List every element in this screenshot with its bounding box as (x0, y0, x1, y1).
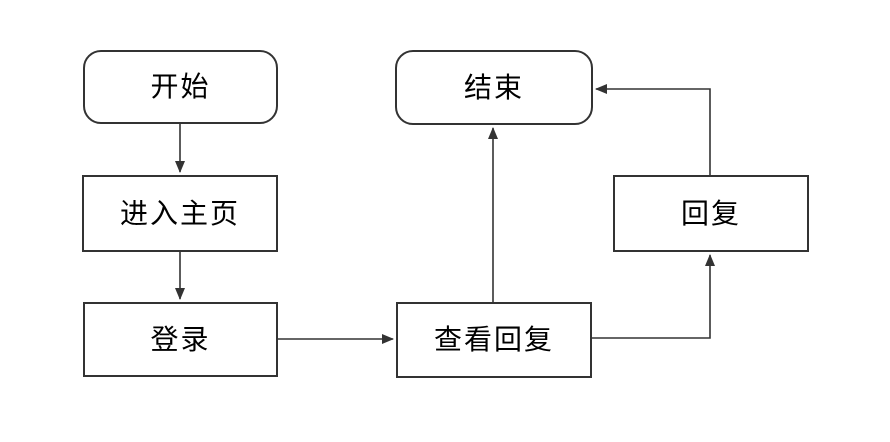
node-label: 结束 (463, 71, 524, 103)
edge-view-replies-to-reply (592, 254, 715, 339)
node-label: 开始 (150, 71, 211, 102)
node-label: 查看回复 (433, 324, 554, 355)
node-login[interactable]: 登录 (83, 302, 278, 377)
node-enter-home[interactable]: 进入主页 (82, 175, 278, 252)
node-reply[interactable]: 回复 (613, 175, 809, 252)
node-view-replies[interactable]: 查看回复 (396, 302, 592, 378)
node-start[interactable]: 开始 (83, 50, 278, 124)
node-label: 登录 (150, 323, 211, 355)
node-end[interactable]: 结束 (395, 50, 593, 125)
node-label: 进入主页 (119, 197, 240, 229)
node-label: 回复 (680, 197, 741, 229)
edge-reply-to-end (595, 84, 711, 175)
